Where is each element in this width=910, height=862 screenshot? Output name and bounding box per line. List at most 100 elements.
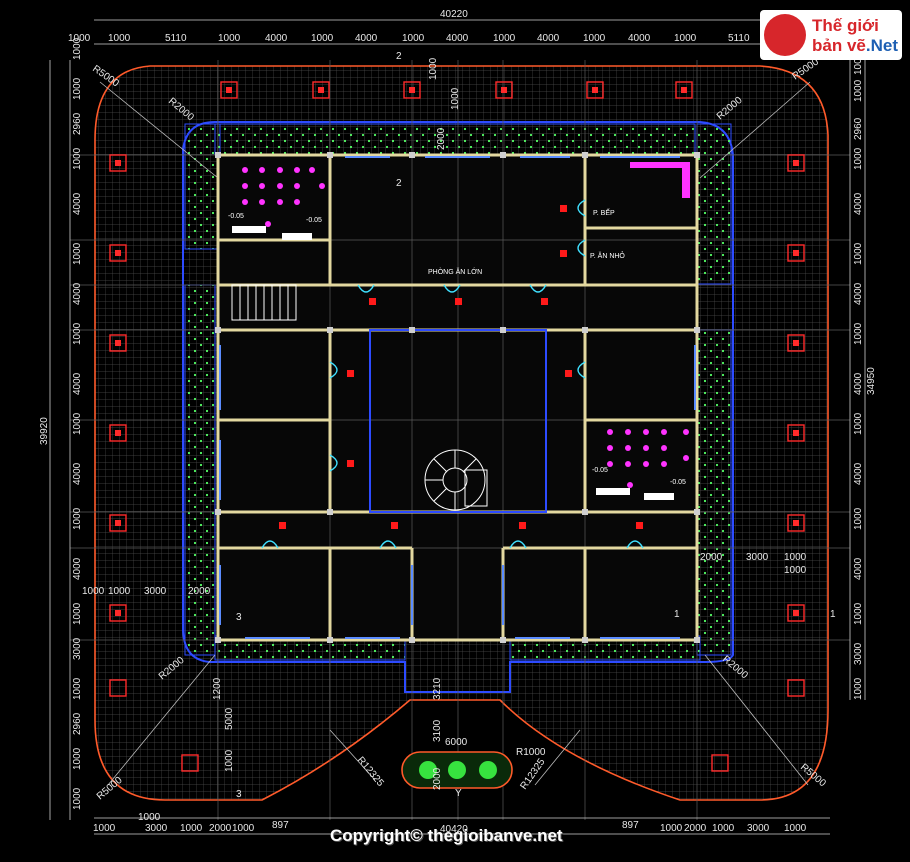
restroom-fixtures: [242, 162, 690, 488]
dim-bottom-11: 3000: [747, 823, 770, 834]
section-mark-1-b: 1: [830, 609, 836, 620]
dim-bottom-10: 1000: [712, 823, 735, 834]
dim-top-14: 5110: [728, 33, 750, 44]
dim-top-0: 1000: [68, 33, 91, 44]
dim-left-0: 1000: [72, 37, 83, 60]
dim-bottom-2: 3000: [145, 823, 168, 834]
radius-planter: R1000: [516, 747, 546, 758]
dim-left-8: 4000: [72, 372, 83, 395]
red-markers: [279, 205, 643, 529]
dim-entry-2: 2000: [432, 767, 443, 790]
house-icon: [764, 14, 806, 56]
radius-entry-right: R12325: [518, 756, 547, 791]
dim-right-12: 4000: [853, 557, 864, 580]
dim-rightmisc-3: 1000: [784, 565, 807, 576]
dim-left-11: 1000: [72, 507, 83, 530]
dim-left-total: 39920: [39, 417, 50, 445]
dim-bottom-1: 1000: [138, 812, 161, 823]
brand-suffix: .Net: [865, 36, 898, 55]
brand-line1: Thế giới: [812, 16, 879, 35]
dim-leftmisc-2: 3000: [144, 586, 167, 597]
section-mark-2-mid: 2: [396, 178, 402, 189]
dim-center-2: 1000: [450, 87, 461, 110]
dim-leftmisc-5: 5000: [224, 707, 235, 730]
dim-left-12: 4000: [72, 557, 83, 580]
dim-right-6: 4000: [853, 282, 864, 305]
stair-spiral: [424, 449, 488, 511]
level-wc-c: -0.05: [592, 467, 608, 474]
dim-rightmisc-0: 2000: [700, 552, 723, 563]
dim-top-13: 1000: [674, 33, 697, 44]
dim-top-1: 1000: [108, 33, 131, 44]
dim-top-2: 5110: [165, 33, 187, 44]
dim-leftmisc-6: 1000: [224, 749, 235, 772]
dim-center-1: 2000: [436, 127, 447, 150]
dim-right-14: 3000: [853, 642, 864, 665]
dim-left-14: 3000: [72, 637, 83, 660]
dim-top-total: 40220: [440, 9, 468, 20]
dim-left-1: 1000: [72, 77, 83, 100]
dim-right-3: 1000: [853, 147, 864, 170]
radius-outer-bl: R5000: [95, 775, 125, 803]
dim-top-8: 4000: [446, 33, 469, 44]
dim-bottom-5: 1000: [232, 823, 255, 834]
dim-bottom-9: 2000: [684, 823, 707, 834]
dim-top-5: 1000: [311, 33, 334, 44]
dim-right-total: 34950: [866, 367, 877, 395]
level-wc-b: -0.05: [306, 217, 322, 224]
courtyard: [369, 329, 547, 513]
dim-left-16: 2960: [72, 712, 83, 735]
dim-top-4: 4000: [265, 33, 288, 44]
room-small-dining: P. ĂN NHỎ: [590, 251, 625, 260]
room-kitchen: P. BẾP: [593, 207, 615, 217]
dim-top-12: 4000: [628, 33, 651, 44]
section-mark-1-a: 1: [674, 609, 680, 620]
dim-right-4: 4000: [853, 192, 864, 215]
level-wc-d: -0.05: [670, 479, 686, 486]
dim-leftmisc-0: 1000: [82, 586, 105, 597]
perimeter-posts: [109, 81, 805, 772]
brand-line2: bản vẽ.Net: [812, 36, 898, 56]
dim-leftmisc-3: 2000: [188, 586, 211, 597]
radius-entry-left: R12325: [355, 755, 386, 789]
dim-left-3: 1000: [72, 147, 83, 170]
dim-bottom-total: 40420: [440, 824, 468, 835]
dim-right-7: 1000: [853, 322, 864, 345]
planter-plants: [419, 761, 497, 779]
dim-left-4: 4000: [72, 192, 83, 215]
dim-bottom-8: 1000: [660, 823, 683, 834]
room-banquet: PHÒNG ĂN LỚN: [428, 267, 482, 276]
dim-right-11: 1000: [853, 507, 864, 530]
dim-top-3: 1000: [218, 33, 241, 44]
dim-right-8: 4000: [853, 372, 864, 395]
dim-top-9: 1000: [493, 33, 516, 44]
dim-entry-width: 6000: [445, 737, 468, 748]
dim-left-2: 2960: [72, 112, 83, 135]
dim-top-11: 1000: [583, 33, 606, 44]
label-plates: [232, 226, 674, 500]
dim-right-0: 1000: [853, 52, 864, 75]
dimension-lines: [49, 19, 866, 835]
dim-bottom-6: 897: [272, 820, 289, 831]
dim-entry-0: 3210: [432, 677, 443, 700]
dim-left-18: 1000: [72, 787, 83, 810]
dim-bottom-0: 1000: [93, 823, 116, 834]
dim-left-7: 1000: [72, 322, 83, 345]
section-mark-3-mid: 3: [236, 612, 242, 623]
dim-rightmisc-2: 1000: [784, 552, 807, 563]
dim-top-10: 4000: [537, 33, 560, 44]
dim-right-1: 1000: [853, 79, 864, 102]
axis-y-label: Y: [455, 788, 462, 799]
dim-left-13: 1000: [72, 602, 83, 625]
section-mark-2-top: 2: [396, 51, 402, 62]
dim-bottom-12: 1000: [784, 823, 807, 834]
dim-bottom-3: 1000: [180, 823, 203, 834]
dim-top-6: 4000: [355, 33, 378, 44]
dim-left-9: 1000: [72, 412, 83, 435]
radius-leaders: [99, 81, 811, 786]
level-wc-a: -0.05: [228, 213, 244, 220]
dim-leftmisc-4: 1200: [212, 677, 223, 700]
dim-entry-1: 3100: [432, 719, 443, 742]
radius-outer-tl: R5000: [90, 63, 121, 89]
section-mark-3-bot: 3: [236, 789, 242, 800]
